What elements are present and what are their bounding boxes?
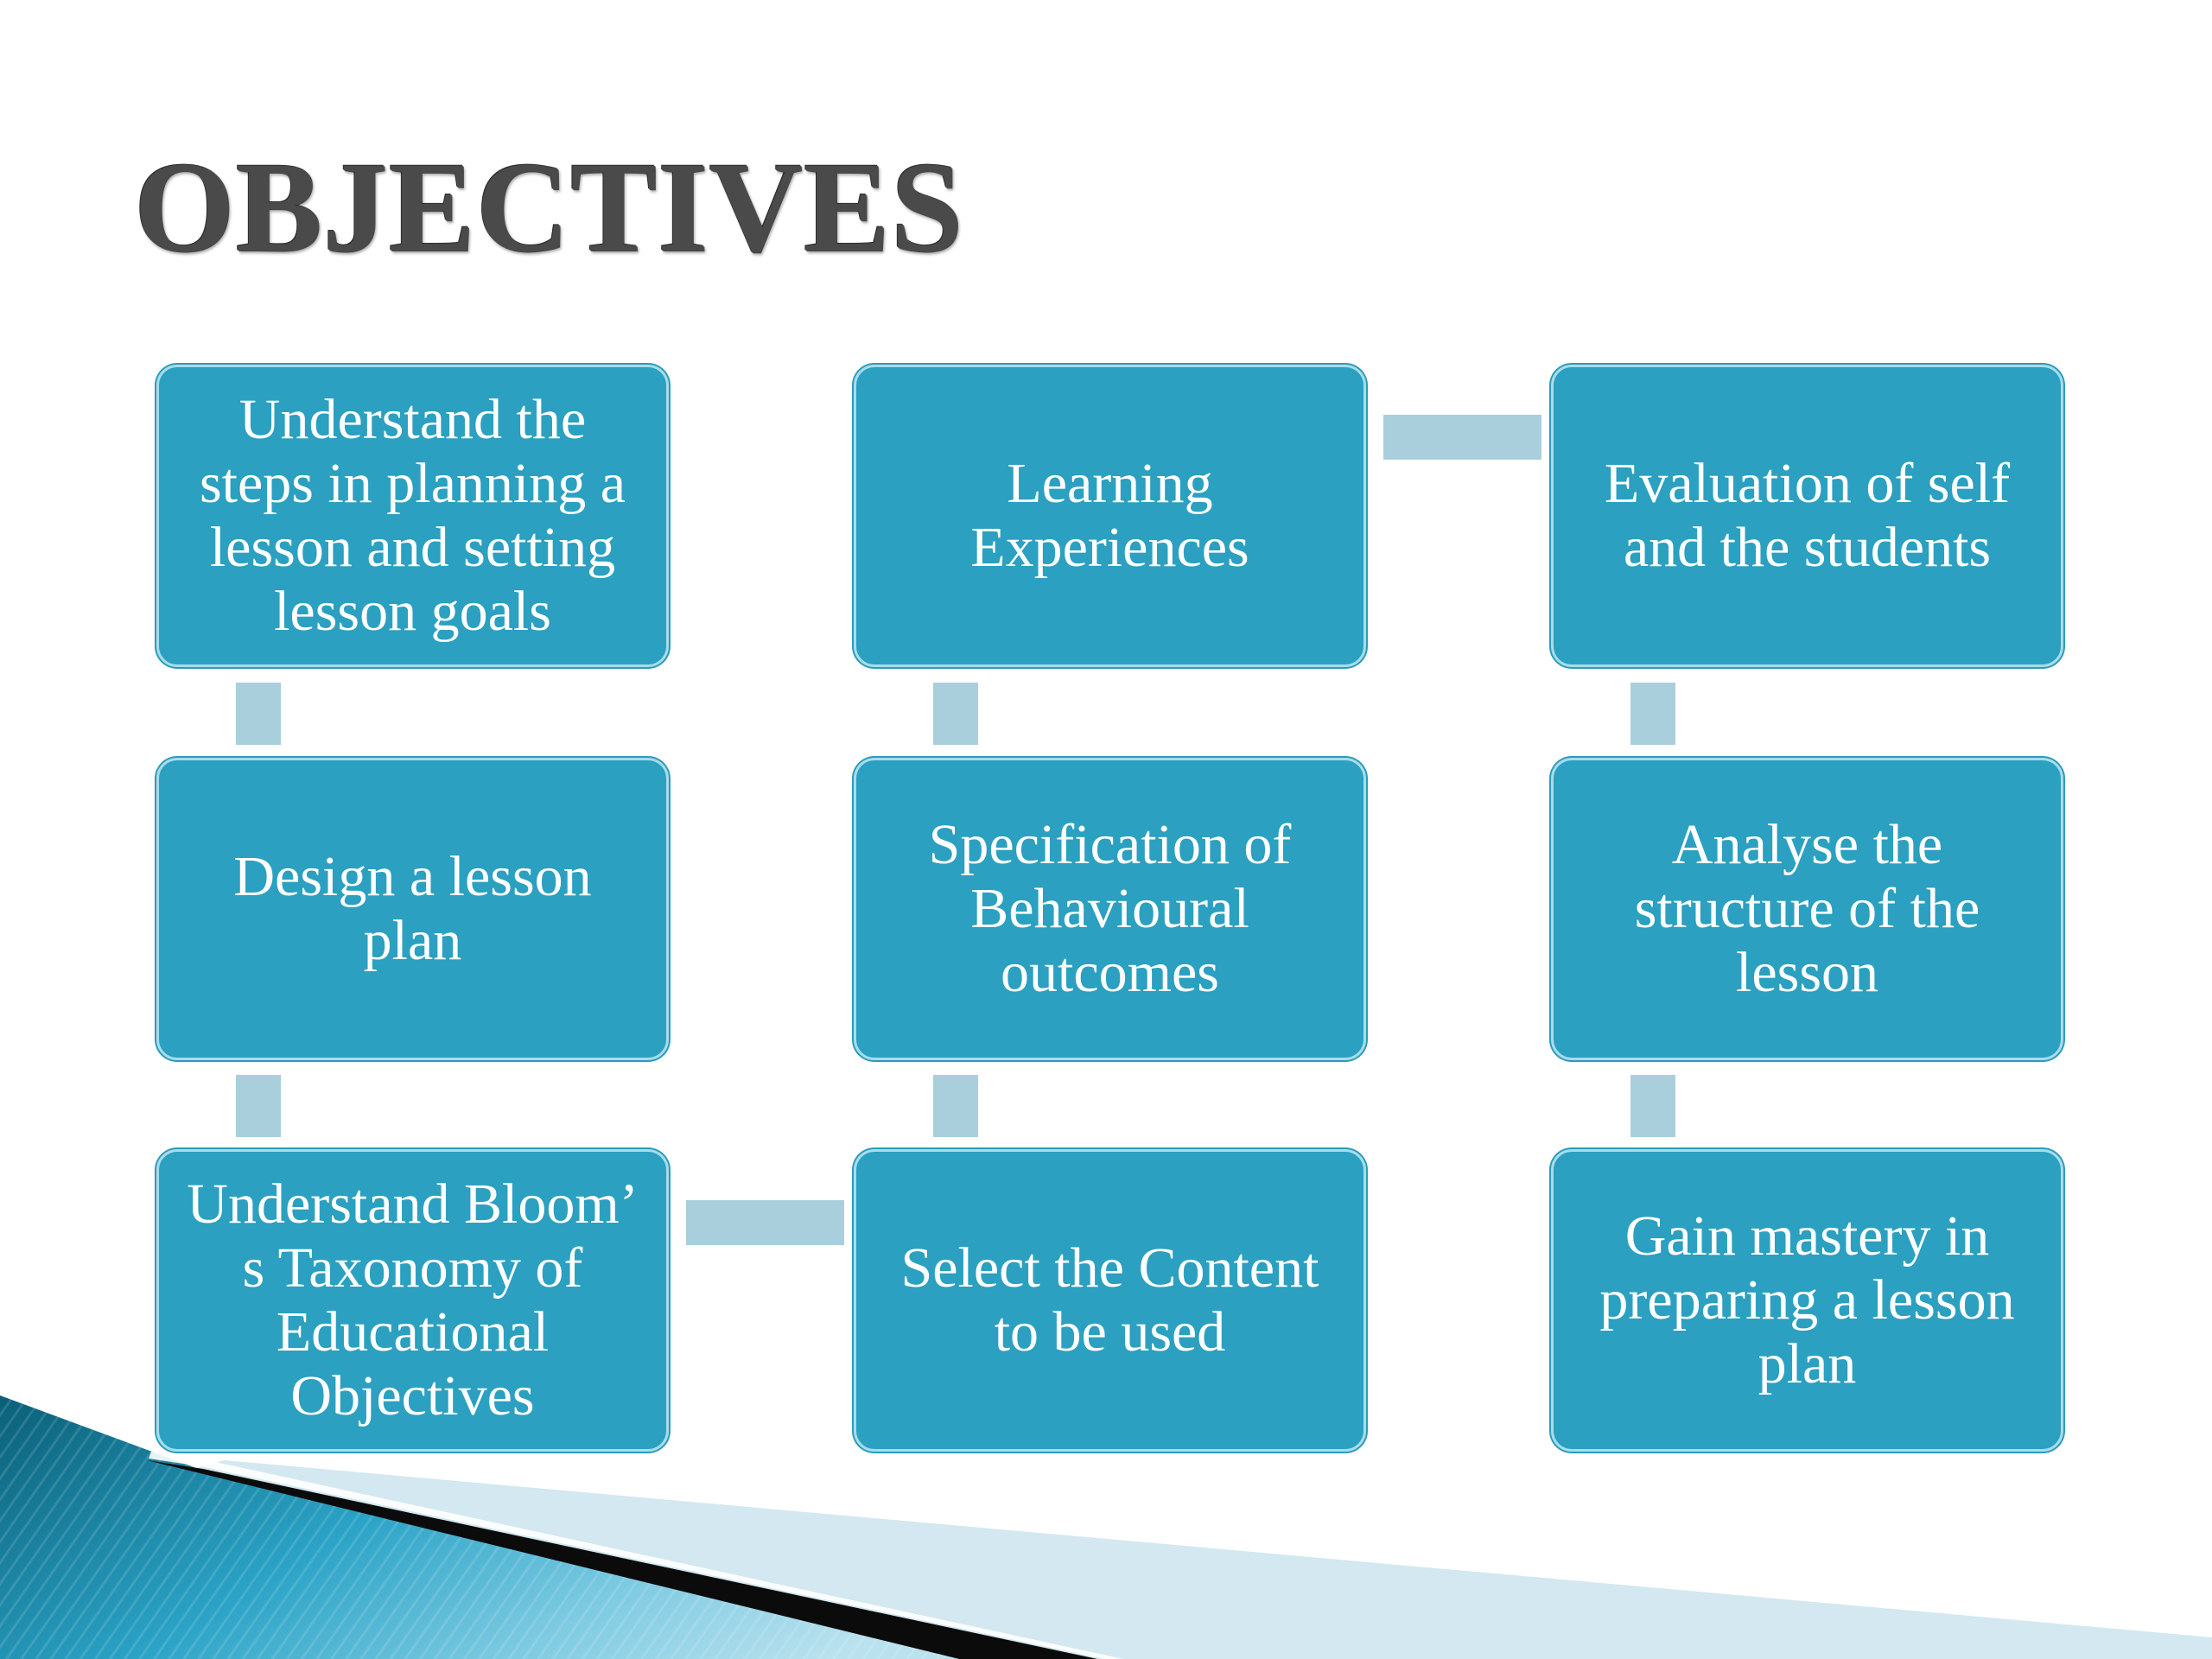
node-label: Select the Content to be used [900,1236,1319,1363]
node-box: Gain mastery in preparing a lesson plan [1551,1149,2063,1452]
node-label: Specification of Behavioural outcomes [928,813,1292,1004]
connector-n1-n2 [236,683,281,745]
node-box: Understand Bloom’ s Taxonomy of Educatio… [156,1149,669,1452]
node-box: Learning Experiences [854,365,1366,667]
connector-n7-n8 [1630,683,1675,745]
node-label: Understand Bloom’ s Taxonomy of Educatio… [187,1173,639,1427]
node-label: Evaluation of self and the students [1604,452,2011,579]
node-box: Analyse the structure of the lesson [1551,758,2063,1060]
node-label: Design a lesson plan [233,845,592,972]
node-label: Gain mastery in preparing a lesson plan [1599,1205,2015,1395]
node-box: Specification of Behavioural outcomes [854,758,1366,1060]
node-label: Understand the steps in planning a lesso… [199,388,626,643]
connector-n3-n4 [686,1200,844,1245]
node-box: Select the Content to be used [854,1149,1366,1452]
node-label: Analyse the structure of the lesson [1634,813,1980,1004]
node-label: Learning Experiences [970,452,1249,579]
node-box: Evaluation of self and the students [1551,365,2063,667]
connector-n5-n6 [933,683,978,745]
connector-n2-n3 [236,1075,281,1137]
node-box: Design a lesson plan [156,758,669,1060]
connector-n8-n9 [1630,1075,1675,1137]
slide-title: OBJECTIVES [134,136,964,279]
connector-n4-n5 [933,1075,978,1137]
node-box: Understand the steps in planning a lesso… [156,365,669,667]
connector-n6-n7 [1383,415,1541,460]
